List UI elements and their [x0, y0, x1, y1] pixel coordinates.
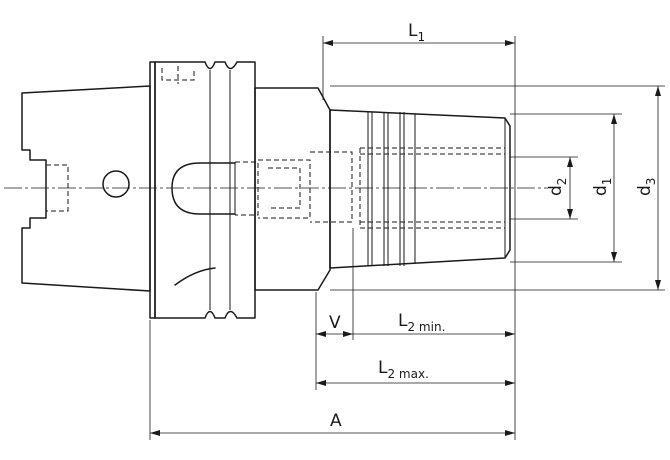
label-L1: L1	[408, 21, 425, 44]
label-L2max: L2 max.	[378, 358, 429, 381]
label-d3: d3	[635, 178, 658, 196]
label-L2min: L2 min.	[398, 311, 445, 334]
internal-coolant-tube	[171, 151, 353, 223]
collar	[254, 87, 331, 291]
extension-lines	[149, 36, 665, 440]
taper-shank	[21, 85, 151, 292]
chuck-nose	[329, 109, 511, 269]
label-A: A	[330, 411, 342, 431]
label-d1: d1	[591, 178, 614, 196]
label-d2: d2	[546, 178, 569, 196]
cross-hole	[102, 170, 130, 198]
label-V: V	[329, 313, 341, 333]
flange	[149, 61, 256, 319]
dimension-lines	[150, 40, 661, 436]
